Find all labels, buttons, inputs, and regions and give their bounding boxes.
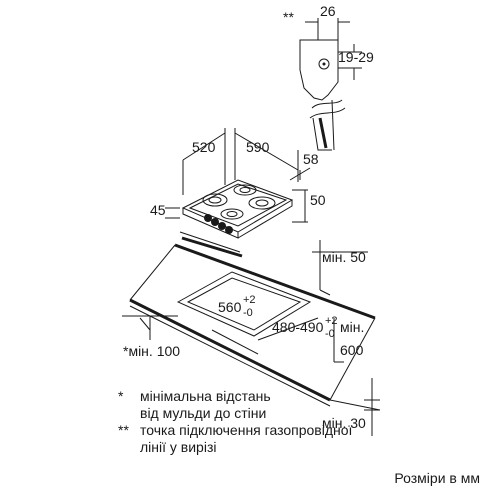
legend-note-1-mark: * <box>118 388 124 404</box>
legend-note-2: ** точка підключення газопровідної лінії… <box>118 422 418 456</box>
dim-480-490: 480-490 <box>272 319 324 335</box>
legend-note-1: * мінімальна відстань від мульди до стін… <box>118 388 418 422</box>
legend-note-2-line-1: точка підключення газопровідної <box>140 422 353 438</box>
dim-480-tol-plus: +2 <box>325 315 338 327</box>
double-star-label: ** <box>283 9 294 25</box>
dim-600: 600 <box>340 342 364 358</box>
dim-45: 45 <box>150 202 166 218</box>
worktop-cutout-drawing: мін. 50 560 +2 -0 480-490 +2 -0 мін. 600… <box>122 240 381 436</box>
gas-pipe-connection <box>318 58 330 70</box>
dim-min-30: мін. 30 <box>322 415 366 431</box>
dim-520: 520 <box>192 139 216 155</box>
dim-590: 590 <box>246 139 270 155</box>
dim-min-right: мін. <box>340 319 364 335</box>
worktop-cutout <box>176 271 312 337</box>
dim-50: 50 <box>310 192 326 208</box>
dim-560: 560 <box>218 299 242 315</box>
units-note: Розміри в мм <box>394 470 480 486</box>
control-knobs <box>204 214 233 234</box>
legend-note-1-line-2: від мульди до стіни <box>140 405 267 421</box>
legend: * мінімальна відстань від мульди до стін… <box>118 388 418 456</box>
dim-480-tol-minus: -0 <box>325 328 335 340</box>
dim-560-tol-minus: -0 <box>243 307 253 319</box>
dim-560-tol-plus: +2 <box>243 294 256 306</box>
hob-drawing: 520 590 58 50 45 <box>150 128 326 258</box>
dim-26: 26 <box>320 3 336 19</box>
legend-note-1-line-1: мінімальна відстань <box>140 388 271 404</box>
dim-19-29: 19-29 <box>338 49 374 65</box>
legend-note-2-mark: ** <box>118 422 129 438</box>
legend-note-2-line-2: лінії у вирізі <box>140 439 217 455</box>
dim-58: 58 <box>303 151 319 167</box>
burners <box>202 184 276 220</box>
dim-min-100: *мін. 100 <box>123 343 180 359</box>
gas-connection-detail: ** 26 19-29 <box>283 3 374 151</box>
dim-min-50: мін. 50 <box>322 249 366 265</box>
